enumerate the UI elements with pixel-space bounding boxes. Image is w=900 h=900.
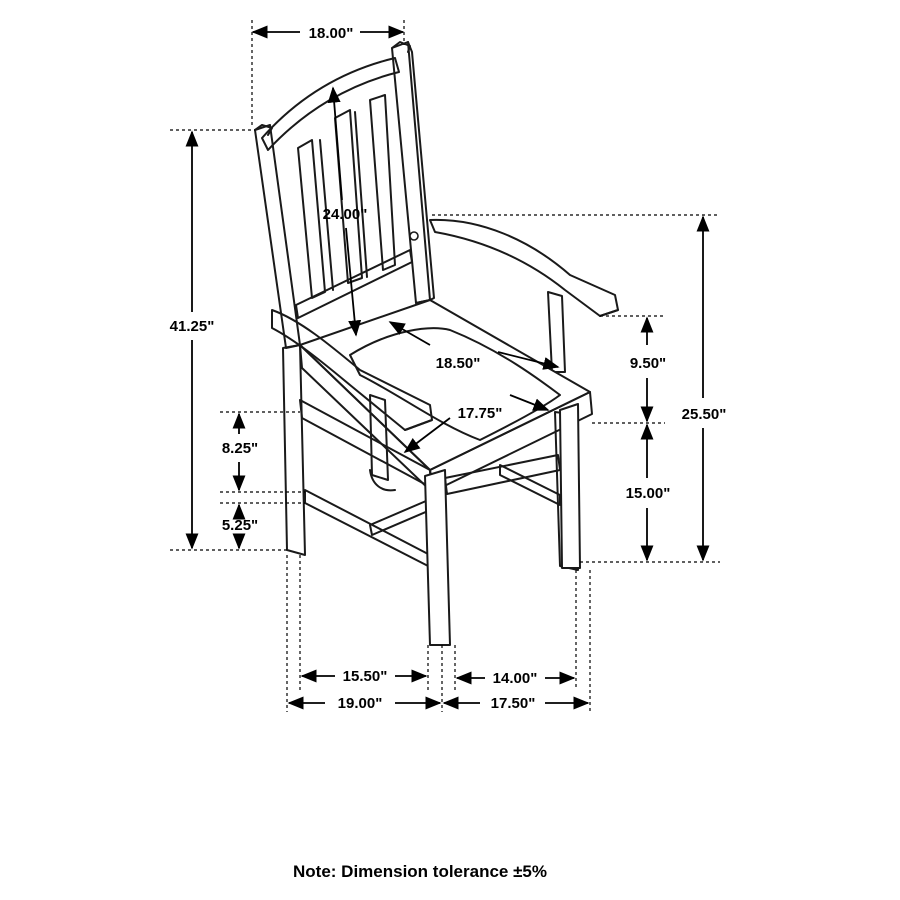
dimension-labels: 18.00" 41.25" 24.00" 18.50" 17.75" 9.50"… (170, 25, 727, 712)
lower-back-rail (295, 249, 413, 319)
label-outer-width: 17.50" (491, 695, 536, 712)
front-left-leg (424, 469, 451, 646)
back-left-leg (282, 344, 306, 556)
seat-dish (349, 327, 561, 441)
label-seat-height: 15.00" (626, 485, 671, 502)
back-slat-3 (369, 94, 396, 271)
label-inner-width: 14.00" (493, 670, 538, 687)
right-arm (429, 218, 619, 317)
label-stretcher-upper: 8.25" (222, 440, 258, 457)
dim-seat-width (388, 321, 431, 346)
left-arm-support (369, 394, 389, 481)
chair-drawing (254, 41, 619, 646)
extension-lines (170, 20, 720, 712)
label-stretcher-lower: 5.25" (222, 517, 258, 534)
front-right-leg (559, 403, 581, 569)
top-rail-cap-right (391, 41, 411, 53)
label-seat-depth: 17.75" (458, 405, 503, 422)
tolerance-note: Note: Dimension tolerance ±5% (293, 862, 547, 881)
front-stretcher-right (444, 454, 561, 495)
label-back-height: 24.00" (323, 206, 368, 223)
dim-back-height (327, 86, 343, 201)
label-total-height: 41.25" (170, 318, 215, 335)
right-arm-support (547, 291, 566, 373)
label-seat-width: 18.50" (436, 355, 481, 372)
top-rail (261, 57, 400, 151)
label-inner-depth: 15.50" (343, 668, 388, 685)
dim-seat-depth (403, 417, 451, 453)
back-slat-1 (297, 139, 326, 299)
label-top-width: 18.00" (309, 25, 354, 42)
back-right-post (391, 41, 431, 304)
label-outer-depth: 19.00" (338, 695, 383, 712)
label-arm-height: 9.50" (630, 355, 666, 372)
top-rail-cap (254, 124, 273, 136)
back-left-post (254, 124, 301, 349)
label-arm-total-height: 25.50" (682, 406, 727, 423)
back-slat-2 (334, 109, 363, 284)
right-stretcher (499, 464, 561, 506)
low-stretcher-left (304, 489, 433, 569)
dimension-lines (185, 25, 710, 710)
